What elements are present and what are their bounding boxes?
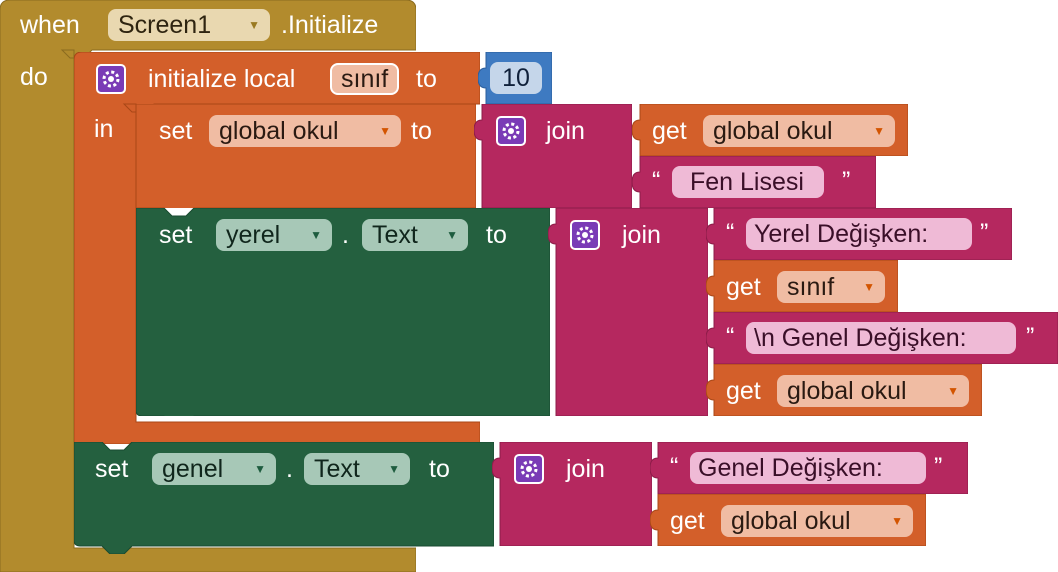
local-variable-name: sınıf bbox=[341, 65, 389, 93]
number-block[interactable]: 10 bbox=[478, 52, 552, 104]
get-variable-dropdown-label: global okul bbox=[787, 377, 907, 405]
join-keyword: join bbox=[622, 221, 661, 249]
gear-icon[interactable] bbox=[514, 454, 544, 484]
text-value: Fen Lisesi bbox=[690, 168, 804, 196]
component-dropdown-yerel[interactable]: yerel ▼ bbox=[216, 219, 332, 251]
component-dropdown-label: Screen1 bbox=[118, 11, 212, 39]
chevron-down-icon: ▼ bbox=[863, 280, 875, 294]
initialize-local-block[interactable]: initialize local sınıf to in bbox=[74, 52, 480, 444]
chevron-down-icon: ▼ bbox=[891, 514, 903, 528]
when-keyword: when bbox=[20, 11, 80, 39]
text-field[interactable]: Yerel Değişken: bbox=[746, 218, 972, 250]
get-variable-dropdown[interactable]: global okul ▼ bbox=[703, 115, 895, 147]
property-dropdown-label: Text bbox=[314, 455, 360, 483]
number-value: 10 bbox=[502, 64, 530, 92]
to-keyword: to bbox=[486, 221, 507, 249]
event-block-screen1-initialize[interactable]: when Screen1 ▼ .Initialize do bbox=[0, 0, 416, 572]
text-block-newline-genel-degisken[interactable]: “ \n Genel Değişken: ” bbox=[706, 312, 1058, 364]
get-keyword: get bbox=[652, 117, 687, 145]
gear-icon[interactable] bbox=[570, 220, 600, 250]
chevron-down-icon: ▼ bbox=[446, 228, 458, 242]
join-block-shape bbox=[548, 208, 708, 416]
component-dropdown-label: yerel bbox=[226, 221, 281, 249]
chevron-down-icon: ▼ bbox=[947, 384, 959, 398]
text-block-genel-degisken[interactable]: “ Genel Değişken: ” bbox=[650, 442, 968, 494]
to-keyword: to bbox=[411, 117, 432, 145]
open-quote: “ bbox=[726, 219, 735, 247]
get-variable-dropdown[interactable]: sınıf ▼ bbox=[777, 271, 885, 303]
chevron-down-icon: ▼ bbox=[248, 18, 260, 32]
component-dropdown-screen1[interactable]: Screen1 ▼ bbox=[108, 9, 270, 41]
component-dropdown-label: genel bbox=[162, 455, 224, 483]
set-keyword: set bbox=[95, 455, 129, 483]
close-quote: ” bbox=[842, 167, 851, 195]
text-value: \n Genel Değişken: bbox=[754, 324, 967, 352]
set-global-okul-block[interactable]: set global okul ▼ to bbox=[136, 104, 476, 208]
event-name: .Initialize bbox=[281, 11, 379, 39]
text-value: Yerel Değişken: bbox=[754, 220, 929, 248]
set-keyword: set bbox=[159, 117, 193, 145]
chevron-down-icon: ▼ bbox=[254, 462, 266, 476]
get-global-okul-block[interactable]: get global okul ▼ bbox=[706, 364, 982, 416]
dot-separator: . bbox=[342, 221, 349, 249]
chevron-down-icon: ▼ bbox=[379, 124, 391, 138]
to-keyword: to bbox=[416, 65, 437, 93]
set-keyword: set bbox=[159, 221, 193, 249]
set-yerel-shape bbox=[136, 208, 550, 416]
get-variable-dropdown[interactable]: global okul ▼ bbox=[777, 375, 969, 407]
get-keyword: get bbox=[726, 377, 761, 405]
property-dropdown-text[interactable]: Text ▼ bbox=[362, 219, 468, 251]
close-quote: ” bbox=[980, 219, 989, 247]
event-block-shape bbox=[0, 0, 416, 572]
join-keyword: join bbox=[546, 117, 585, 145]
open-quote: “ bbox=[652, 167, 661, 195]
global-variable-dropdown[interactable]: global okul ▼ bbox=[209, 115, 401, 147]
chevron-down-icon: ▼ bbox=[873, 124, 885, 138]
get-variable-dropdown-label: sınıf bbox=[787, 273, 835, 301]
gear-icon[interactable] bbox=[496, 116, 526, 146]
global-variable-dropdown-label: global okul bbox=[219, 117, 339, 145]
property-dropdown-text[interactable]: Text ▼ bbox=[304, 453, 410, 485]
text-value: Genel Değişken: bbox=[698, 454, 883, 482]
get-variable-dropdown[interactable]: global okul ▼ bbox=[721, 505, 913, 537]
open-quote: “ bbox=[726, 323, 735, 351]
text-field[interactable]: \n Genel Değişken: bbox=[746, 322, 1016, 354]
text-field[interactable]: Fen Lisesi bbox=[672, 166, 824, 198]
set-yerel-text-block[interactable]: set yerel ▼ . Text ▼ to bbox=[136, 208, 550, 416]
do-keyword: do bbox=[20, 63, 48, 91]
text-field[interactable]: Genel Değişken: bbox=[690, 452, 926, 484]
get-sinif-block[interactable]: get sınıf ▼ bbox=[706, 260, 898, 312]
local-variable-name-field[interactable]: sınıf bbox=[330, 63, 400, 95]
get-variable-dropdown-label: global okul bbox=[731, 507, 851, 535]
initialize-local-label: initialize local bbox=[148, 65, 296, 93]
join-keyword: join bbox=[566, 455, 605, 483]
get-global-okul-block[interactable]: get global okul ▼ bbox=[650, 494, 926, 546]
number-value-field[interactable]: 10 bbox=[490, 62, 542, 94]
chevron-down-icon: ▼ bbox=[388, 462, 400, 476]
set-genel-text-block[interactable]: set genel ▼ . Text ▼ to bbox=[74, 442, 494, 554]
text-block-fen-lisesi[interactable]: “ Fen Lisesi ” bbox=[632, 156, 876, 208]
join-block-global[interactable]: join bbox=[474, 104, 632, 208]
dot-separator: . bbox=[286, 455, 293, 483]
get-keyword: get bbox=[726, 273, 761, 301]
close-quote: ” bbox=[934, 453, 943, 481]
join-block-yerel[interactable]: join bbox=[548, 208, 708, 416]
close-quote: ” bbox=[1026, 323, 1035, 351]
in-keyword: in bbox=[94, 115, 114, 143]
open-quote: “ bbox=[670, 453, 679, 481]
gear-icon[interactable] bbox=[96, 64, 126, 94]
chevron-down-icon: ▼ bbox=[310, 228, 322, 242]
join-block-genel[interactable]: join bbox=[492, 442, 652, 546]
to-keyword: to bbox=[429, 455, 450, 483]
get-variable-dropdown-label: global okul bbox=[713, 117, 833, 145]
text-block-yerel-degisken[interactable]: “ Yerel Değişken: ” bbox=[706, 208, 1012, 260]
get-keyword: get bbox=[670, 507, 705, 535]
get-global-okul-block[interactable]: get global okul ▼ bbox=[632, 104, 908, 156]
property-dropdown-label: Text bbox=[372, 221, 418, 249]
component-dropdown-genel[interactable]: genel ▼ bbox=[152, 453, 276, 485]
